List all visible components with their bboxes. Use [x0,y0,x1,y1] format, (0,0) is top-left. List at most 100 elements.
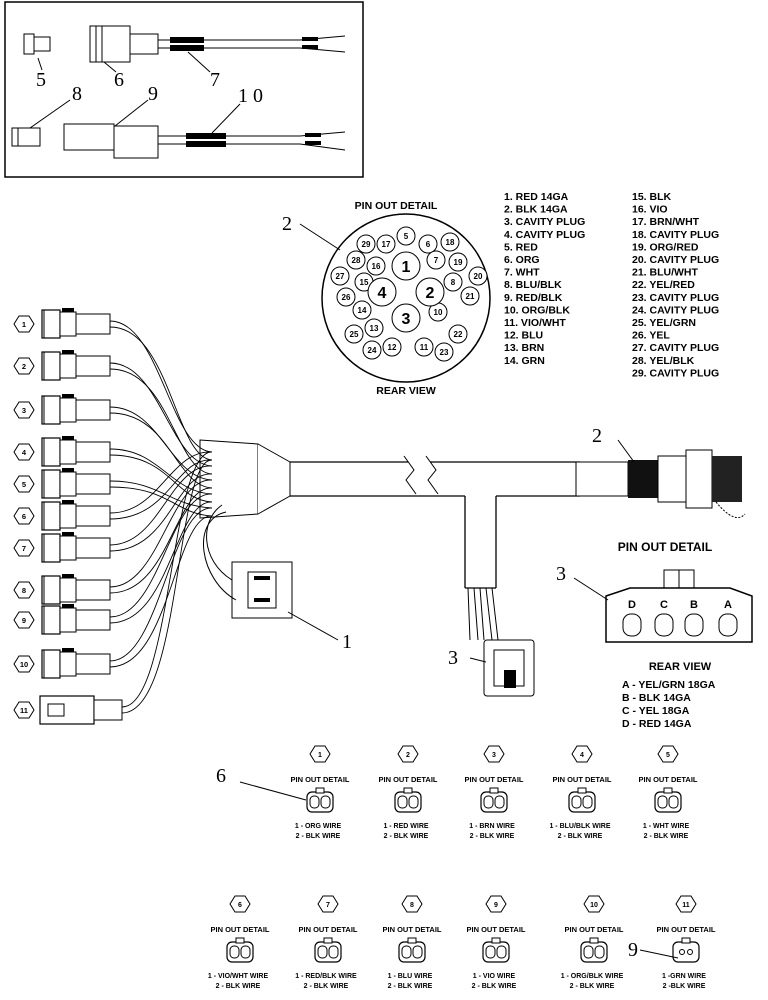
svg-text:13: 13 [370,324,379,333]
round-pin-7: 7 [426,250,446,270]
round-pin-23: 23 [434,342,454,362]
round-legend-item: 9. RED/BLK [504,292,563,304]
round-legend-item: 21. BLU/WHT [632,267,699,279]
round-pin-5: 5 [396,226,416,246]
round-pinout-title: PIN OUT DETAIL [355,200,438,212]
round-legend-item: 29. CAVITY PLUG [632,367,719,379]
svg-text:2 - BLK WIRE: 2 - BLK WIRE [558,833,603,840]
inset-panel: 5 6 7 8 9 1 0 [4,1,364,178]
svg-text:6: 6 [22,512,26,521]
rect-pinout-subtitle: REAR VIEW [649,661,712,673]
svg-text:7: 7 [434,256,439,265]
pin-detail-title: PIN OUT DETAIL [464,775,523,784]
round-pin-8: 8 [443,272,463,292]
svg-text:16: 16 [372,262,381,271]
svg-text:24: 24 [368,346,377,355]
svg-text:27: 27 [336,272,345,281]
round-legend-item: 22. YEL/RED [632,279,695,291]
svg-text:3: 3 [492,752,496,759]
round-pin-24: 24 [362,340,382,360]
round-legend-item: 11. VIO/WHT [504,317,566,329]
svg-text:9: 9 [22,616,26,625]
svg-text:1 -GRN WIRE: 1 -GRN WIRE [662,973,706,980]
round-pin-18: 18 [440,232,460,252]
rect-cavity-B: B [684,599,704,637]
callout-2-pinout: 2 [282,213,292,235]
branch-connector-2: 2 [13,350,213,475]
rect-cavity-D: D [622,599,642,637]
svg-text:5: 5 [404,232,409,241]
round-legend-item: 4. CAVITY PLUG [504,229,585,241]
round-legend-item: 1. RED 14GA [504,191,569,203]
pin-detail-title: PIN OUT DETAIL [656,925,715,934]
round-legend-item: 14. GRN [504,355,545,367]
svg-text:2: 2 [22,362,26,371]
round-legend-item: 3. CAVITY PLUG [504,216,585,228]
svg-text:2 - BLK WIRE: 2 - BLK WIRE [570,983,615,990]
svg-text:2 - BLK WIRE: 2 - BLK WIRE [296,833,341,840]
svg-text:11: 11 [420,343,429,352]
round-pin-17: 17 [376,234,396,254]
round-pin-19: 19 [448,252,468,272]
round-pin-28: 28 [346,250,366,270]
branch-connector-6: 6 [13,451,213,531]
svg-text:D: D [628,599,636,611]
svg-text:8: 8 [451,278,456,287]
inset-splice-7 [170,37,204,43]
svg-text:4: 4 [22,448,27,457]
rect-legend-item: A - YEL/GRN 18GA [622,679,716,691]
round-legend-item: 2. BLK 14GA [504,204,568,216]
svg-text:1 - VIO/WHT WIRE: 1 - VIO/WHT WIRE [208,973,269,980]
tee-connector-3 [483,639,535,697]
inset-splice-10 [186,133,226,139]
pin-detail-title: PIN OUT DETAIL [290,775,349,784]
svg-text:1 - BLU/BLK WIRE: 1 - BLU/BLK WIRE [549,823,610,830]
callout-9-detail: 9 [628,939,638,961]
round-legend-item: 18. CAVITY PLUG [632,229,719,241]
round-legend-item: 8. BLU/BLK [504,279,562,291]
svg-text:21: 21 [466,292,475,301]
svg-text:11: 11 [682,902,690,909]
svg-text:8: 8 [22,586,26,595]
svg-text:15: 15 [360,278,369,287]
svg-text:2: 2 [406,752,410,759]
svg-text:C: C [660,599,668,611]
round-pin-27: 27 [330,266,350,286]
round-legend-item: 19. ORG/RED [632,241,699,253]
svg-text:A: A [724,599,732,611]
svg-text:5: 5 [666,752,670,759]
branch-connector-9: 9 [13,493,213,635]
round-legend-item: 27. CAVITY PLUG [632,342,719,354]
svg-text:1 - RED/BLK WIRE: 1 - RED/BLK WIRE [295,973,357,980]
svg-text:2 - BLK WIRE: 2 - BLK WIRE [388,983,433,990]
svg-text:2 - BLK WIRE: 2 - BLK WIRE [216,983,261,990]
svg-text:1: 1 [22,320,26,329]
svg-text:1 - VIO WIRE: 1 - VIO WIRE [473,973,516,980]
round-pin-11: 11 [414,337,434,357]
round-pin-13: 13 [364,318,384,338]
relay-1 [231,561,293,619]
pin-detail-title: PIN OUT DETAIL [298,925,357,934]
svg-text:20: 20 [474,272,483,281]
round-pin-large-3: 3 [391,303,421,333]
branch-connector-8: 8 [13,479,213,605]
round-pin-large-4: 4 [367,277,397,307]
inset-callout-6: 6 [114,69,124,91]
callout-3-pinout: 3 [556,563,566,585]
inset-callout-9: 9 [148,83,158,105]
branch-connector-3: 3 [13,394,213,489]
inset-connector-9 [63,123,115,151]
inset-connector-6 [89,25,131,63]
svg-text:6: 6 [426,240,431,249]
pin-detail-title: PIN OUT DETAIL [210,925,269,934]
svg-text:7: 7 [22,544,26,553]
round-pin-6: 6 [418,234,438,254]
inset-plug-8 [11,127,41,147]
